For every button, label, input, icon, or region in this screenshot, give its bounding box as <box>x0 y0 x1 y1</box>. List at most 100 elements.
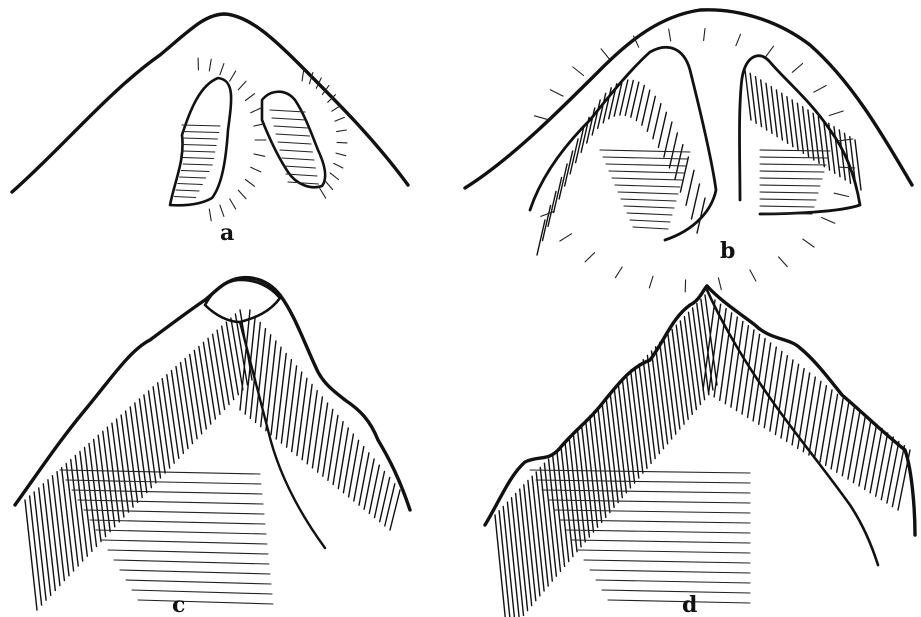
tick-stroke <box>704 29 705 41</box>
hatch-stroke <box>760 150 830 151</box>
hatch-stroke <box>870 429 882 493</box>
hatch-stroke <box>760 206 814 207</box>
hatch-stroke <box>182 125 220 126</box>
panel-b-label: b <box>720 238 735 264</box>
hatch-stroke <box>183 164 212 165</box>
hatch-stroke <box>608 600 750 603</box>
tick-stroke <box>779 257 788 267</box>
hatch-stroke <box>183 158 214 159</box>
tick-stroke <box>238 190 246 199</box>
hatch-stroke <box>876 433 888 496</box>
hatch-stroke <box>760 164 826 165</box>
hatch-stroke <box>181 171 209 172</box>
hatch-stroke <box>736 326 748 411</box>
hatch-stroke <box>349 440 359 497</box>
hatch-stroke <box>775 356 787 435</box>
hatch-stroke <box>176 190 199 191</box>
hatch-stroke <box>809 381 821 455</box>
panel-d-hatching <box>495 295 910 617</box>
hatch-stroke <box>615 185 680 187</box>
panel-d-label: d <box>682 592 697 617</box>
hatch-stroke <box>66 480 261 484</box>
tick-stroke <box>814 86 826 93</box>
tick-stroke <box>320 189 326 199</box>
hatch-stroke <box>297 378 307 455</box>
hatch-stroke <box>624 206 674 208</box>
tick-stroke <box>230 71 236 81</box>
panel-d-mountain <box>485 286 915 617</box>
hatch-stroke <box>354 447 364 501</box>
tick-stroke <box>792 64 802 73</box>
tick-stroke <box>334 163 343 168</box>
hatch-stroke <box>892 446 904 507</box>
tick-stroke <box>251 108 261 113</box>
hatch-stroke <box>898 450 910 510</box>
hatch-stroke <box>180 177 206 178</box>
panel-d-inner-ridge-outline <box>707 290 878 565</box>
hatch-stroke <box>692 184 700 219</box>
hatch-stroke <box>803 377 815 452</box>
hatch-stroke <box>153 387 165 473</box>
hatch-stroke <box>865 424 877 489</box>
hatch-stroke <box>302 385 312 460</box>
tick-stroke <box>220 64 224 75</box>
hatch-stroke <box>318 403 328 472</box>
tick-stroke <box>803 239 814 247</box>
hatch-stroke <box>66 464 78 566</box>
hatch-stroke <box>606 164 686 166</box>
hatch-stroke <box>281 360 291 443</box>
tick-stroke <box>822 218 835 224</box>
hatch-stroke <box>653 104 661 139</box>
hatch-stroke <box>278 142 311 144</box>
hatch-stroke <box>217 330 229 404</box>
hatch-stroke <box>34 492 46 600</box>
hatch-stroke <box>603 157 688 159</box>
panel-a-label: a <box>220 220 234 246</box>
hatch-stroke <box>658 112 666 147</box>
hatch-stroke <box>271 347 281 435</box>
hatch-stroke <box>287 366 297 447</box>
hatch-stroke <box>760 192 818 193</box>
hatch-stroke <box>578 550 750 553</box>
hatch-stroke <box>120 570 270 574</box>
hatch-stroke <box>709 304 721 393</box>
hatch-stroke <box>548 500 750 503</box>
tick-stroke <box>585 253 595 262</box>
hatch-stroke <box>266 341 276 431</box>
hatch-stroke <box>272 118 307 120</box>
panel-c-right-ridge-outline <box>280 295 410 510</box>
hatch-stroke <box>194 350 206 429</box>
hatch-stroke <box>627 213 672 215</box>
hatch-stroke <box>312 397 322 468</box>
hatch-stroke <box>190 355 202 434</box>
hatch-stroke <box>753 339 765 421</box>
hatch-stroke <box>178 184 203 185</box>
hatch-stroke <box>176 367 188 449</box>
hatch-stroke <box>602 590 750 593</box>
hatch-stroke <box>837 403 849 472</box>
hatch-stroke <box>748 334 760 417</box>
hatch-stroke <box>121 415 133 507</box>
hatch-stroke <box>675 145 683 180</box>
tick-stroke <box>302 69 304 81</box>
hatch-stroke <box>103 431 115 527</box>
tick-stroke <box>649 276 653 288</box>
tick-stroke <box>220 205 224 216</box>
hatch-stroke <box>256 329 266 423</box>
tick-stroke <box>245 94 254 101</box>
hatch-stroke <box>89 443 101 541</box>
hatch-stroke <box>328 416 338 481</box>
tick-stroke <box>337 142 347 143</box>
tick-stroke <box>840 167 855 168</box>
hatch-stroke <box>842 407 854 476</box>
hatch-stroke <box>208 338 220 414</box>
hatch-stroke <box>618 192 678 194</box>
hatch-stroke <box>114 560 269 564</box>
panel-b-ridge-outline <box>465 10 912 188</box>
hatch-stroke <box>792 369 804 445</box>
hatch-stroke <box>107 427 119 522</box>
hatch-stroke <box>174 197 196 198</box>
hatch-stroke <box>859 420 871 486</box>
tick-stroke <box>209 209 211 221</box>
